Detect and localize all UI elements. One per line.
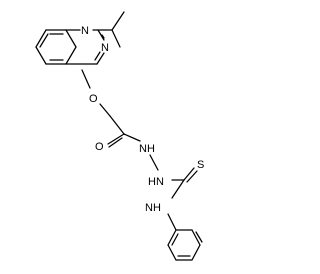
methyl-group: [111, 11, 125, 31]
atom-hydrazide-hn: HN: [148, 176, 164, 188]
pyrimidine-ring: [65, 29, 121, 65]
phenyl-ring: [167, 213, 203, 261]
atom-thio-sulfur: S: [197, 159, 204, 171]
atom-hydrazide-nh: NH: [139, 143, 155, 155]
atom-ether-oxygen: O: [89, 93, 98, 105]
structure-diagram: N N O O NH HN S NH: [35, 11, 205, 261]
carbonyl-group: [107, 133, 141, 148]
hydrazide-linkage: [149, 154, 159, 171]
thiourea-group: [171, 167, 198, 199]
atom-n3: N: [101, 42, 109, 54]
atom-anilide-nh: NH: [145, 202, 161, 214]
benzo-ring: [35, 29, 77, 65]
molecule-drawing: N N O O NH HN S NH: [35, 11, 204, 261]
ether-linkage: [81, 69, 125, 135]
atom-n1: N: [81, 25, 89, 37]
atom-carbonyl-oxygen: O: [95, 141, 104, 153]
